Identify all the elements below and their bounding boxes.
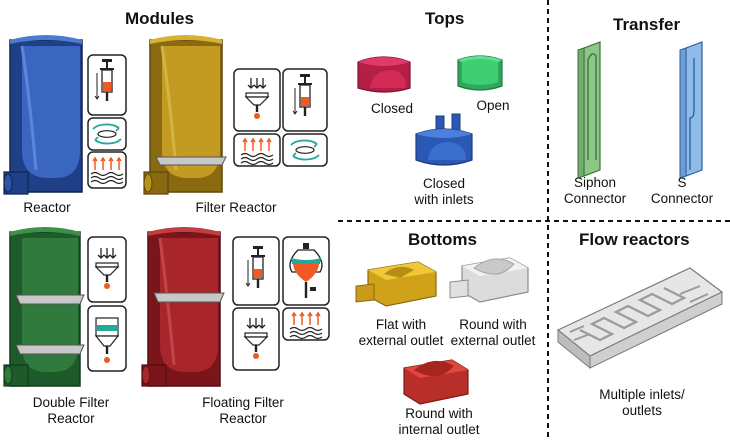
- section-title-transfer: Transfer: [613, 15, 681, 34]
- label-line-1: Double Filter: [32, 395, 110, 410]
- label-double-filter-reactor: Double Filter Reactor: [6, 395, 136, 426]
- double-filter-reactor-icons: [87, 236, 127, 372]
- reactor-icons: [87, 54, 127, 189]
- label-floating-filter-reactor: Floating Filter Reactor: [178, 395, 308, 426]
- label-line-2: external outlet: [450, 332, 536, 348]
- double-filter-reactor-model: [3, 227, 85, 387]
- section-title-modules: Modules: [125, 9, 194, 28]
- top-closed-with-inlets-model: [415, 113, 473, 166]
- label-bottom-flat-external: Flat with external outlet: [346, 317, 456, 348]
- label-line-2: Reactor: [219, 410, 267, 426]
- label-siphon-connector: Siphon Connector: [560, 175, 630, 206]
- floating-filter-reactor-icons: [232, 236, 330, 371]
- label-line-2: outlets: [622, 402, 662, 418]
- label-filter-reactor: Filter Reactor: [195, 200, 277, 215]
- label-line-1: S: [677, 175, 687, 190]
- floating-filter-reactor-model: [141, 227, 225, 387]
- label-line-2: internal outlet: [398, 421, 480, 437]
- label-top-open: Open: [476, 98, 510, 113]
- label-top-closed-with-inlets: Closed with inlets: [404, 176, 484, 207]
- label-top-closed: Closed: [370, 101, 414, 116]
- label-flow-multiple-inlets-outlets: Multiple inlets/ outlets: [582, 387, 702, 418]
- label-line-2: external outlet: [358, 332, 444, 348]
- section-title-bottoms: Bottoms: [408, 230, 477, 249]
- filter-reactor-icons: [233, 68, 328, 167]
- label-bottom-round-internal: Round with internal outlet: [384, 406, 494, 437]
- label-line-1: Siphon: [573, 175, 617, 190]
- top-open-model: [457, 55, 503, 91]
- bottom-round-external-model: [449, 257, 529, 303]
- top-closed-model: [357, 56, 411, 93]
- s-connector-model: [679, 41, 703, 179]
- label-line-1: Floating Filter: [202, 395, 284, 410]
- flow-reactor-model: [556, 267, 724, 370]
- label-line-1: Closed: [422, 176, 466, 191]
- label-reactor: Reactor: [23, 200, 71, 215]
- label-line-2: with inlets: [414, 191, 474, 207]
- siphon-connector-model: [577, 41, 601, 179]
- label-line-1: Multiple inlets/: [599, 387, 685, 402]
- section-title-tops: Tops: [425, 9, 465, 28]
- label-line-1: Flat with: [375, 317, 427, 332]
- label-line-2: Reactor: [47, 410, 95, 426]
- label-line-1: Round with: [459, 317, 527, 332]
- reactor-model: [3, 35, 83, 195]
- label-bottom-round-external: Round with external outlet: [434, 317, 552, 348]
- bottom-round-internal-model: [403, 359, 469, 405]
- label-line-1: Round with: [405, 406, 473, 421]
- bottom-flat-external-model: [355, 261, 437, 307]
- section-title-flow-reactors: Flow reactors: [579, 230, 690, 249]
- label-s-connector: S Connector: [637, 175, 727, 206]
- label-line-2: Connector: [650, 190, 714, 206]
- filter-reactor-model: [143, 35, 227, 195]
- label-line-2: Connector: [563, 190, 627, 206]
